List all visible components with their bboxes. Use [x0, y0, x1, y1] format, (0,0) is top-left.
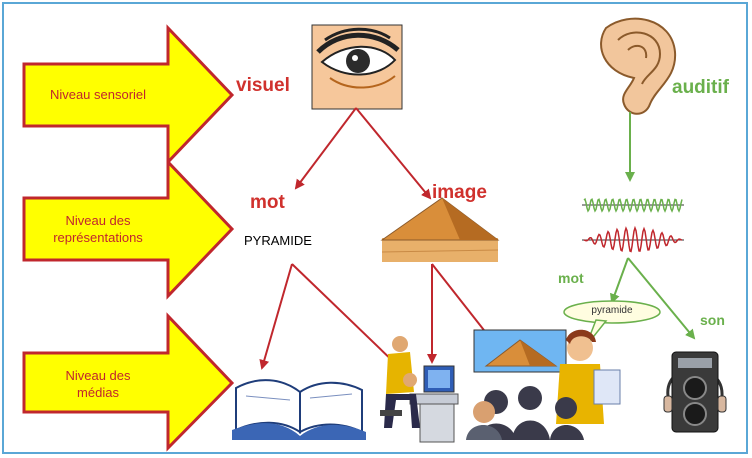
computer-user-icon: [380, 336, 459, 443]
ear-icon: [600, 17, 677, 115]
level-medias-line2: médias: [77, 385, 119, 400]
green-links: [610, 112, 696, 340]
pyramid-image: [380, 197, 500, 262]
level-medias-line1: Niveau des: [65, 368, 131, 383]
red-links: [259, 107, 500, 370]
auditif-label: auditif: [672, 77, 729, 98]
mot-red-label: mot: [250, 192, 285, 213]
level-medias-label: Niveau des médias: [30, 367, 166, 401]
eye-icon: [311, 24, 403, 110]
diagram-frame: [2, 2, 748, 454]
level-arrow-medias: [22, 312, 235, 452]
pyramide-bubble-text: pyramide: [591, 305, 633, 316]
level-representations-line1: Niveau des: [65, 213, 131, 228]
level-sensoriel-label: Niveau sensoriel: [49, 87, 147, 102]
visuel-label: visuel: [236, 75, 290, 96]
mot-green-label: mot: [558, 270, 584, 286]
son-label: son: [700, 312, 725, 328]
waveform-icon: [582, 197, 684, 253]
book-icon: [232, 379, 366, 440]
pyramide-word: PYRAMIDE: [244, 233, 312, 248]
presenter-audience-icon: [466, 329, 621, 440]
level-arrow-representations: [22, 158, 235, 300]
level-representations-label: Niveau des représentations: [30, 212, 166, 246]
level-arrow-sensoriel: [22, 24, 235, 166]
speaker-icon: [663, 351, 727, 433]
image-label: image: [432, 182, 487, 203]
level-representations-line2: représentations: [53, 230, 143, 245]
